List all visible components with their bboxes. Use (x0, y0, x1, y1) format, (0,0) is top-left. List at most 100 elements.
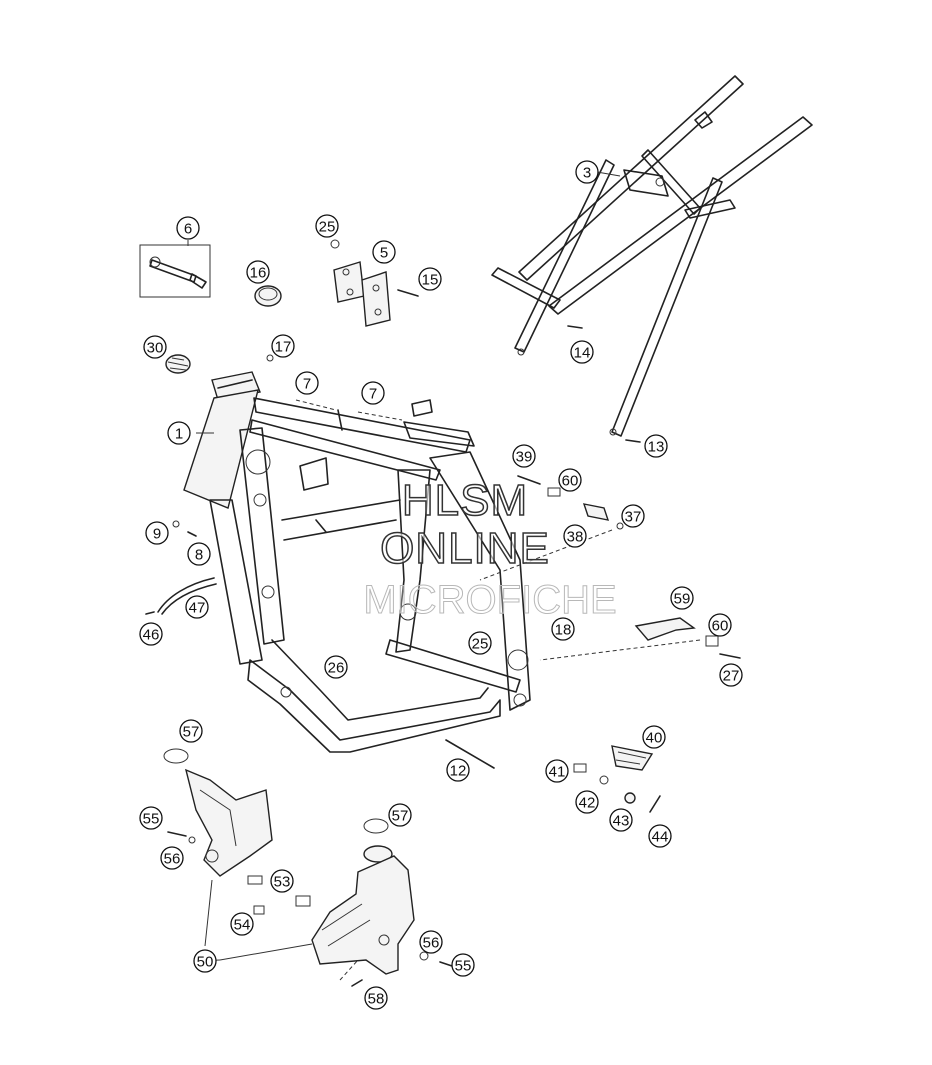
callout-label: 7 (303, 376, 311, 393)
callout-57b[interactable]: 57 (388, 803, 412, 827)
callout-circle (621, 504, 645, 528)
callout-circle (230, 912, 254, 936)
callout-15[interactable]: 15 (418, 267, 442, 291)
callout-14[interactable]: 14 (570, 340, 594, 364)
callout-circle (187, 542, 211, 566)
callout-circle (558, 468, 582, 492)
callout-circle (143, 335, 167, 359)
callout-3[interactable]: 3 (575, 160, 599, 184)
callout-label: 56 (164, 851, 181, 868)
callout-7a[interactable]: 7 (295, 371, 319, 395)
callout-circle (364, 986, 388, 1010)
callout-label: 13 (648, 439, 665, 456)
callout-18[interactable]: 18 (551, 617, 575, 641)
callout-circle (563, 524, 587, 548)
callout-label: 37 (625, 509, 642, 526)
callout-circle (570, 340, 594, 364)
callout-circle (167, 421, 191, 445)
callout-8[interactable]: 8 (187, 542, 211, 566)
callout-label: 17 (275, 339, 292, 356)
callout-circle (361, 381, 385, 405)
callout-circle (193, 949, 217, 973)
callout-circle (545, 759, 569, 783)
callout-47[interactable]: 47 (185, 595, 209, 619)
callout-56b[interactable]: 56 (419, 930, 443, 954)
callout-37[interactable]: 37 (621, 504, 645, 528)
callout-26[interactable]: 26 (324, 655, 348, 679)
callout-circle (246, 260, 270, 284)
callout-label: 55 (455, 958, 472, 975)
callout-circle (648, 824, 672, 848)
callout-circle (139, 806, 163, 830)
callout-60a[interactable]: 60 (558, 468, 582, 492)
callout-38[interactable]: 38 (563, 524, 587, 548)
callout-12[interactable]: 12 (446, 758, 470, 782)
engine-bracket-part (330, 239, 419, 327)
callout-6[interactable]: 6 (176, 216, 200, 240)
callout-27[interactable]: 27 (719, 663, 743, 687)
callout-circle (145, 521, 169, 545)
callout-53[interactable]: 53 (270, 869, 294, 893)
callout-label: 38 (567, 529, 584, 546)
main-frame-part (183, 371, 531, 753)
callout-54[interactable]: 54 (230, 912, 254, 936)
callout-5[interactable]: 5 (372, 240, 396, 264)
pedal-pivot-part (517, 475, 624, 530)
callout-43[interactable]: 43 (609, 808, 633, 832)
callout-58[interactable]: 58 (364, 986, 388, 1010)
callout-label: 53 (274, 874, 291, 891)
callout-30[interactable]: 30 (143, 335, 167, 359)
callout-55a[interactable]: 55 (139, 806, 163, 830)
frame-guard-part (167, 768, 453, 987)
callout-circle (446, 758, 470, 782)
callout-60b[interactable]: 60 (708, 613, 732, 637)
callout-55b[interactable]: 55 (451, 953, 475, 977)
callout-label: 5 (380, 245, 388, 262)
callout-13[interactable]: 13 (644, 434, 668, 458)
callout-16[interactable]: 16 (246, 260, 270, 284)
callout-7b[interactable]: 7 (361, 381, 385, 405)
callout-57a[interactable]: 57 (179, 719, 203, 743)
callout-label: 54 (234, 917, 251, 934)
callout-circle (670, 586, 694, 610)
callout-1[interactable]: 1 (167, 421, 191, 445)
callout-label: 15 (422, 272, 439, 289)
callout-label: 9 (153, 526, 161, 543)
callout-label: 43 (613, 813, 630, 830)
callout-circle (644, 434, 668, 458)
callout-label: 30 (147, 340, 164, 357)
callout-label: 41 (549, 764, 566, 781)
callout-circle (418, 267, 442, 291)
callout-39[interactable]: 39 (512, 444, 536, 468)
callout-label: 57 (183, 724, 200, 741)
callout-label: 44 (652, 829, 669, 846)
callout-circle (419, 930, 443, 954)
callout-46[interactable]: 46 (139, 622, 163, 646)
callout-9[interactable]: 9 (145, 521, 169, 545)
bolt-8 (187, 531, 197, 537)
callout-41[interactable]: 41 (545, 759, 569, 783)
callout-circle (468, 631, 492, 655)
callout-25a[interactable]: 25 (315, 214, 339, 238)
callout-circle (642, 725, 666, 749)
callout-44[interactable]: 44 (648, 824, 672, 848)
callout-40[interactable]: 40 (642, 725, 666, 749)
callout-59[interactable]: 59 (670, 586, 694, 610)
callout-25b[interactable]: 25 (468, 631, 492, 655)
callout-circle (451, 953, 475, 977)
callout-label: 50 (197, 954, 214, 971)
callout-56a[interactable]: 56 (160, 846, 184, 870)
callout-42[interactable]: 42 (575, 790, 599, 814)
callout-label: 8 (195, 547, 203, 564)
callout-label: 60 (562, 473, 579, 490)
callout-circle (575, 160, 599, 184)
callout-label: 39 (516, 449, 533, 466)
bolt-14 (567, 325, 583, 329)
callout-circle (295, 371, 319, 395)
callout-50[interactable]: 50 (193, 949, 217, 973)
callout-circle (512, 444, 536, 468)
callout-17[interactable]: 17 (271, 334, 295, 358)
callout-label: 14 (574, 345, 591, 362)
